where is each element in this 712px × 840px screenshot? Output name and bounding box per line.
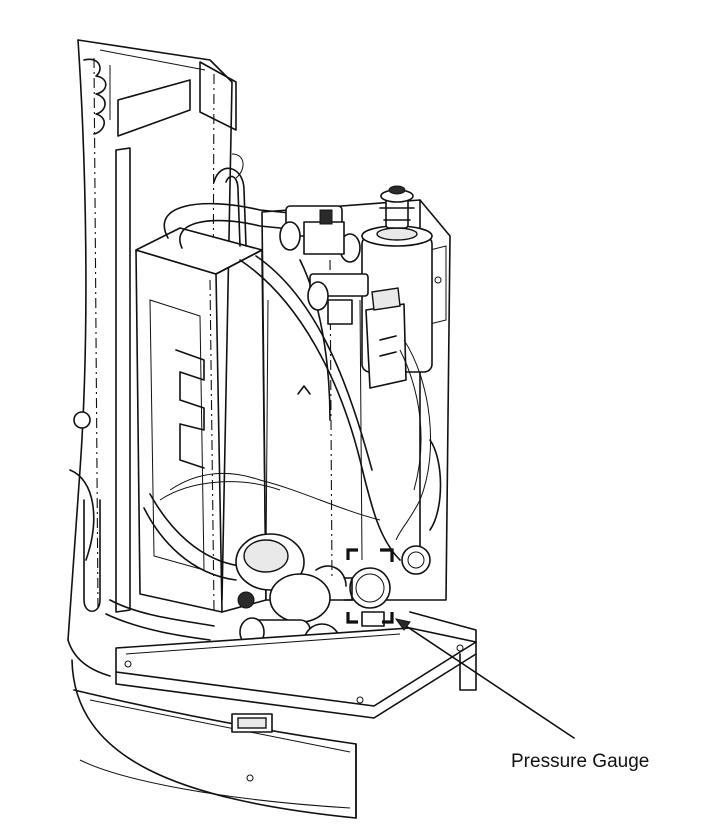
left-side-panel — [67, 39, 237, 641]
air-purge-valve — [379, 185, 415, 229]
upper-pipe-loop — [163, 153, 401, 561]
heat-exchanger — [135, 227, 267, 613]
base-plate — [115, 611, 477, 719]
wiring-harness — [159, 339, 432, 541]
bottom-enclosure — [67, 639, 357, 819]
pressure-gauge-callout-label: Pressure Gauge — [511, 751, 650, 772]
pressure-gauge-leader-arrowhead — [394, 618, 411, 631]
pressure-gauge-leader-line — [399, 621, 575, 739]
pressure-gauge-highlight — [346, 548, 394, 624]
pressure-gauge — [343, 567, 391, 627]
control-box — [365, 287, 407, 389]
diverter-valve — [279, 205, 369, 325]
lower-pipework — [105, 493, 241, 641]
